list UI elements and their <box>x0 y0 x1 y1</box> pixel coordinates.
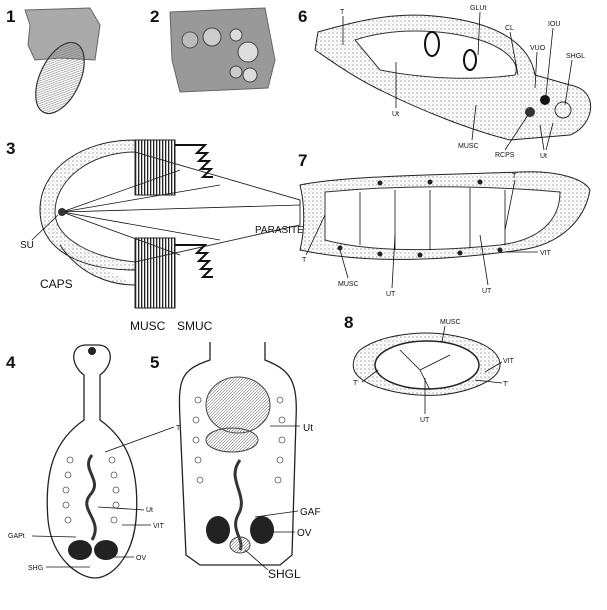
label-caps: CAPS <box>40 277 73 291</box>
panel-2-number: 2 <box>150 7 159 26</box>
label-musc: MUSC <box>458 143 479 150</box>
label-musc: MUSC <box>440 319 461 326</box>
panel-1-drawing: 1 <box>6 7 101 115</box>
label-t-left: T' <box>353 380 359 387</box>
panel-3-drawing: 3 PARASITE SU CAPS MUSC SMUC <box>6 139 304 333</box>
label-shg: SHG <box>28 565 43 572</box>
panel-5-drawing: 5 Ut GAF OV SHGL <box>150 342 321 581</box>
label-musc: MUSC <box>338 281 359 288</box>
label-ut: Ut <box>146 507 153 514</box>
panel-8-drawing: 8 MUSC VIT T' T' UT <box>344 313 515 424</box>
label-iou: IOU <box>548 21 560 28</box>
panel-6-drawing: 6 T GLUt CL VUO IOU SHGL Ut MUSC RCPS Ut <box>298 5 592 160</box>
label-su: SU <box>20 240 34 251</box>
label-vuo: VUO <box>530 45 546 52</box>
panel-8-number: 8 <box>344 313 353 332</box>
label-glut: GLUt <box>470 5 486 12</box>
parasite-body <box>35 41 85 115</box>
panel-6-number: 6 <box>298 7 307 26</box>
label-vit: VIT <box>153 523 165 530</box>
label-ut-right: UT <box>482 288 492 295</box>
label-rcps: RCPS <box>495 152 515 159</box>
label-t-top: T <box>512 173 517 180</box>
panel-3-number: 3 <box>6 139 15 158</box>
label-shgl: SHGL <box>566 53 585 60</box>
label-parasite: PARASITE <box>255 225 304 236</box>
label-ut-left: UT <box>386 291 396 298</box>
label-ov: OV <box>297 528 312 539</box>
label-ut: Ut <box>303 423 313 434</box>
label-cl: CL <box>505 25 514 32</box>
label-t-left: T <box>302 257 307 264</box>
panel-2-drawing: 2 <box>150 7 276 93</box>
label-musc: MUSC <box>130 319 166 333</box>
panel-4-drawing: 4 T Ut VIT GAPt OV SHG <box>6 344 181 579</box>
panel-7-drawing: 7 T T MUSC UT UT VIT <box>298 151 591 298</box>
label-vit: VIT <box>540 250 552 257</box>
panel-4-number: 4 <box>6 353 16 372</box>
label-ut: UT <box>420 417 430 424</box>
label-t: T <box>176 425 181 432</box>
label-shgl: SHGL <box>268 567 301 581</box>
label-gapt: GAPt <box>8 533 25 540</box>
label-t-right: T' <box>503 381 509 388</box>
panel-7-number: 7 <box>298 151 307 170</box>
label-vit: VIT <box>503 358 515 365</box>
label-t: T <box>340 9 345 16</box>
label-ut: Ut <box>392 111 399 118</box>
label-smuc: SMUC <box>177 319 213 333</box>
label-gaf: GAF <box>300 507 321 518</box>
label-ut2: Ut <box>540 153 547 160</box>
panel-1-number: 1 <box>6 7 15 26</box>
panel-5-number: 5 <box>150 353 159 372</box>
label-ov: OV <box>136 555 146 562</box>
